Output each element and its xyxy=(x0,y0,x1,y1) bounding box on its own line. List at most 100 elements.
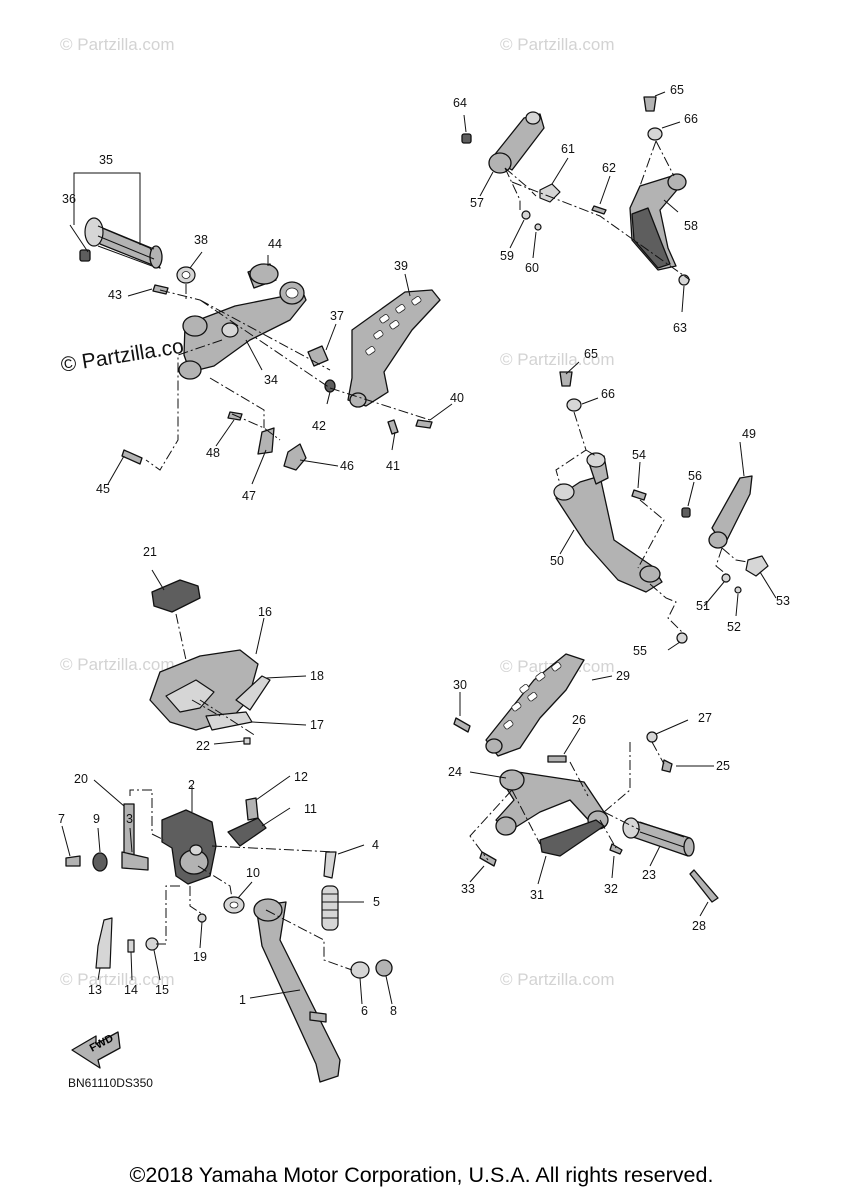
part-label-34: 34 xyxy=(264,373,278,387)
part-label-23: 23 xyxy=(642,868,656,882)
watermarks: © Partzilla.com © Partzilla.com © Partzi… xyxy=(59,35,614,989)
part-label-62: 62 xyxy=(602,161,616,175)
bolt-40 xyxy=(415,419,433,429)
footrest-peg xyxy=(84,217,163,269)
damper-61 xyxy=(539,183,561,203)
pin-28 xyxy=(689,869,719,903)
watermark-text: © Partzilla.com xyxy=(60,35,175,54)
part-label-48: 48 xyxy=(206,446,220,460)
part-label-37: 37 xyxy=(330,309,344,323)
part-number-labels: 1 2 3 4 5 6 7 8 9 10 11 12 13 14 15 16 1… xyxy=(58,83,790,1018)
footrest-peg-23 xyxy=(622,817,695,857)
bolt-48 xyxy=(227,411,243,421)
part-label-61: 61 xyxy=(561,142,575,156)
nut-8 xyxy=(375,959,393,977)
bolt-7 xyxy=(65,855,81,867)
part-label-45: 45 xyxy=(96,482,110,496)
part-label-43: 43 xyxy=(108,288,122,302)
front-footrest-right xyxy=(453,653,719,917)
part-label-8: 8 xyxy=(390,1004,397,1018)
part-label-59: 59 xyxy=(500,249,514,263)
washer-6 xyxy=(350,961,370,979)
part-label-1: 1 xyxy=(239,993,246,1007)
part-label-65: 65 xyxy=(670,83,684,97)
part-label-47: 47 xyxy=(242,489,256,503)
spring-4 xyxy=(323,851,337,879)
part-label-65-repeat: 65 xyxy=(584,347,598,361)
guard-31 xyxy=(539,819,605,857)
washer-51 xyxy=(721,573,731,583)
washer-52 xyxy=(734,586,742,594)
part-label-25: 25 xyxy=(716,759,730,773)
part-label-41: 41 xyxy=(386,459,400,473)
bolt-64 xyxy=(461,133,472,144)
watermark-text: © Partzilla.com xyxy=(500,350,615,369)
part-label-22: 22 xyxy=(196,739,210,753)
nut-19 xyxy=(197,913,207,923)
collar-3 xyxy=(121,851,149,871)
part-label-3: 3 xyxy=(126,812,133,826)
part-label-58: 58 xyxy=(684,219,698,233)
part-label-57: 57 xyxy=(470,196,484,210)
part-label-30: 30 xyxy=(453,678,467,692)
bolt-43 xyxy=(152,284,169,295)
part-label-53: 53 xyxy=(776,594,790,608)
part-label-7: 7 xyxy=(58,812,65,826)
watermark-text: © Partzilla.com xyxy=(60,970,175,989)
switch-11 xyxy=(227,817,267,847)
washer-66-lower xyxy=(566,398,582,412)
bolt-12 xyxy=(245,797,259,821)
bolt-62 xyxy=(591,205,607,215)
washer-66 xyxy=(647,127,663,141)
bolt-41 xyxy=(387,419,399,435)
part-label-55: 55 xyxy=(633,644,647,658)
bolt-56 xyxy=(681,507,691,518)
part-label-12: 12 xyxy=(294,770,308,784)
bolt-33 xyxy=(479,851,497,867)
bolt-32 xyxy=(609,843,623,855)
part-label-9: 9 xyxy=(93,812,100,826)
watermark-text: © Partzilla.com xyxy=(60,655,175,674)
bracket-13 xyxy=(95,917,113,969)
part-label-13: 13 xyxy=(88,983,102,997)
rear-footrest-lower xyxy=(553,361,777,651)
rear-bracket-58 xyxy=(629,173,687,271)
bolt-36 xyxy=(79,249,91,262)
sidestand-bracket-2 xyxy=(161,809,217,885)
washer-9 xyxy=(92,852,108,872)
part-label-28: 28 xyxy=(692,919,706,933)
sidestand-1 xyxy=(253,898,341,1083)
copyright-notice: ©2018 Yamaha Motor Corporation, U.S.A. A… xyxy=(129,1163,714,1187)
washer-59 xyxy=(521,210,531,220)
part-label-15: 15 xyxy=(155,983,169,997)
part-label-20: 20 xyxy=(74,772,88,786)
front-footrest-assembly xyxy=(69,172,453,485)
bolt-54 xyxy=(631,489,647,501)
part-label-17: 17 xyxy=(310,718,324,732)
part-label-40: 40 xyxy=(450,391,464,405)
part-label-18: 18 xyxy=(310,669,324,683)
part-label-60: 60 xyxy=(525,261,539,275)
part-label-66: 66 xyxy=(684,112,698,126)
clip-25 xyxy=(661,759,673,773)
bolt-45 xyxy=(121,449,143,465)
part-label-54: 54 xyxy=(632,448,646,462)
footrest-plate-39 xyxy=(347,289,441,408)
part-label-31: 31 xyxy=(530,888,544,902)
cover-21 xyxy=(151,579,201,613)
clip-47 xyxy=(257,427,275,455)
part-label-49: 49 xyxy=(742,427,756,441)
part-label-36: 36 xyxy=(62,192,76,206)
part-label-6: 6 xyxy=(361,1004,368,1018)
part-label-2: 2 xyxy=(188,778,195,792)
part-label-16: 16 xyxy=(258,605,272,619)
rear-peg-49 xyxy=(708,475,753,549)
part-label-21: 21 xyxy=(143,545,157,559)
part-label-24: 24 xyxy=(448,765,462,779)
part-label-32: 32 xyxy=(604,882,618,896)
part-label-4: 4 xyxy=(372,838,379,852)
sidestand-assembly: FWD xyxy=(61,569,393,1083)
bracket-18 xyxy=(235,675,271,711)
part-label-5: 5 xyxy=(373,895,380,909)
